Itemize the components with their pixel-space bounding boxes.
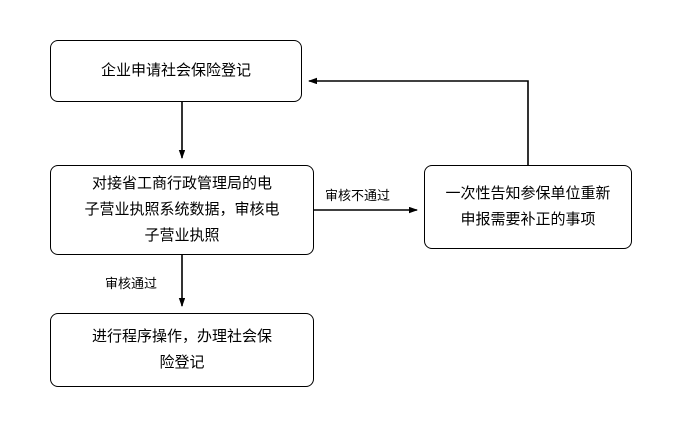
node-apply: 企业申请社会保险登记	[50, 40, 302, 102]
node-notify-label: 一次性告知参保单位重新 申报需要补正的事项	[445, 185, 611, 228]
edge-notify-to-apply	[308, 77, 529, 165]
node-apply-label: 企业申请社会保险登记	[100, 62, 251, 79]
node-register-label: 进行程序操作，办理社会保 险登记	[91, 328, 272, 371]
edge-label-review-failed: 审核不通过	[325, 188, 391, 203]
node-notify: 一次性告知参保单位重新 申报需要补正的事项	[424, 165, 632, 249]
node-verify: 对接省工商行政管理局的电 子营业执照系统数据，审核电 子营业执照	[50, 165, 314, 255]
node-register: 进行程序操作，办理社会保 险登记	[50, 313, 314, 387]
edge-label-review-passed: 审核通过	[105, 276, 158, 291]
node-verify-label: 对接省工商行政管理局的电 子营业执照系统数据，审核电 子营业执照	[84, 175, 280, 244]
